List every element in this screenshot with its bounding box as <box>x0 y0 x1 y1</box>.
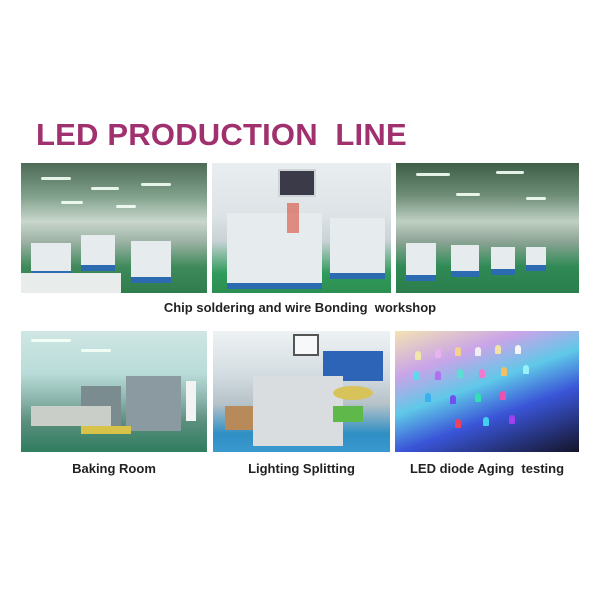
workshop-caption: Chip soldering and wire Bonding workshop <box>163 300 437 315</box>
workshop-photo-2 <box>212 163 391 293</box>
baking-room-caption: Baking Room <box>72 461 156 476</box>
led-aging-caption: LED diode Aging testing <box>409 461 565 476</box>
lighting-splitting-caption: Lighting Splitting <box>248 461 355 476</box>
baking-room-photo <box>21 331 207 452</box>
workshop-photo-3 <box>396 163 579 293</box>
workshop-photo-1 <box>21 163 207 293</box>
lighting-splitting-photo <box>213 331 390 452</box>
led-aging-photo <box>395 331 579 452</box>
page-title: LED PRODUCTION LINE <box>36 117 407 152</box>
